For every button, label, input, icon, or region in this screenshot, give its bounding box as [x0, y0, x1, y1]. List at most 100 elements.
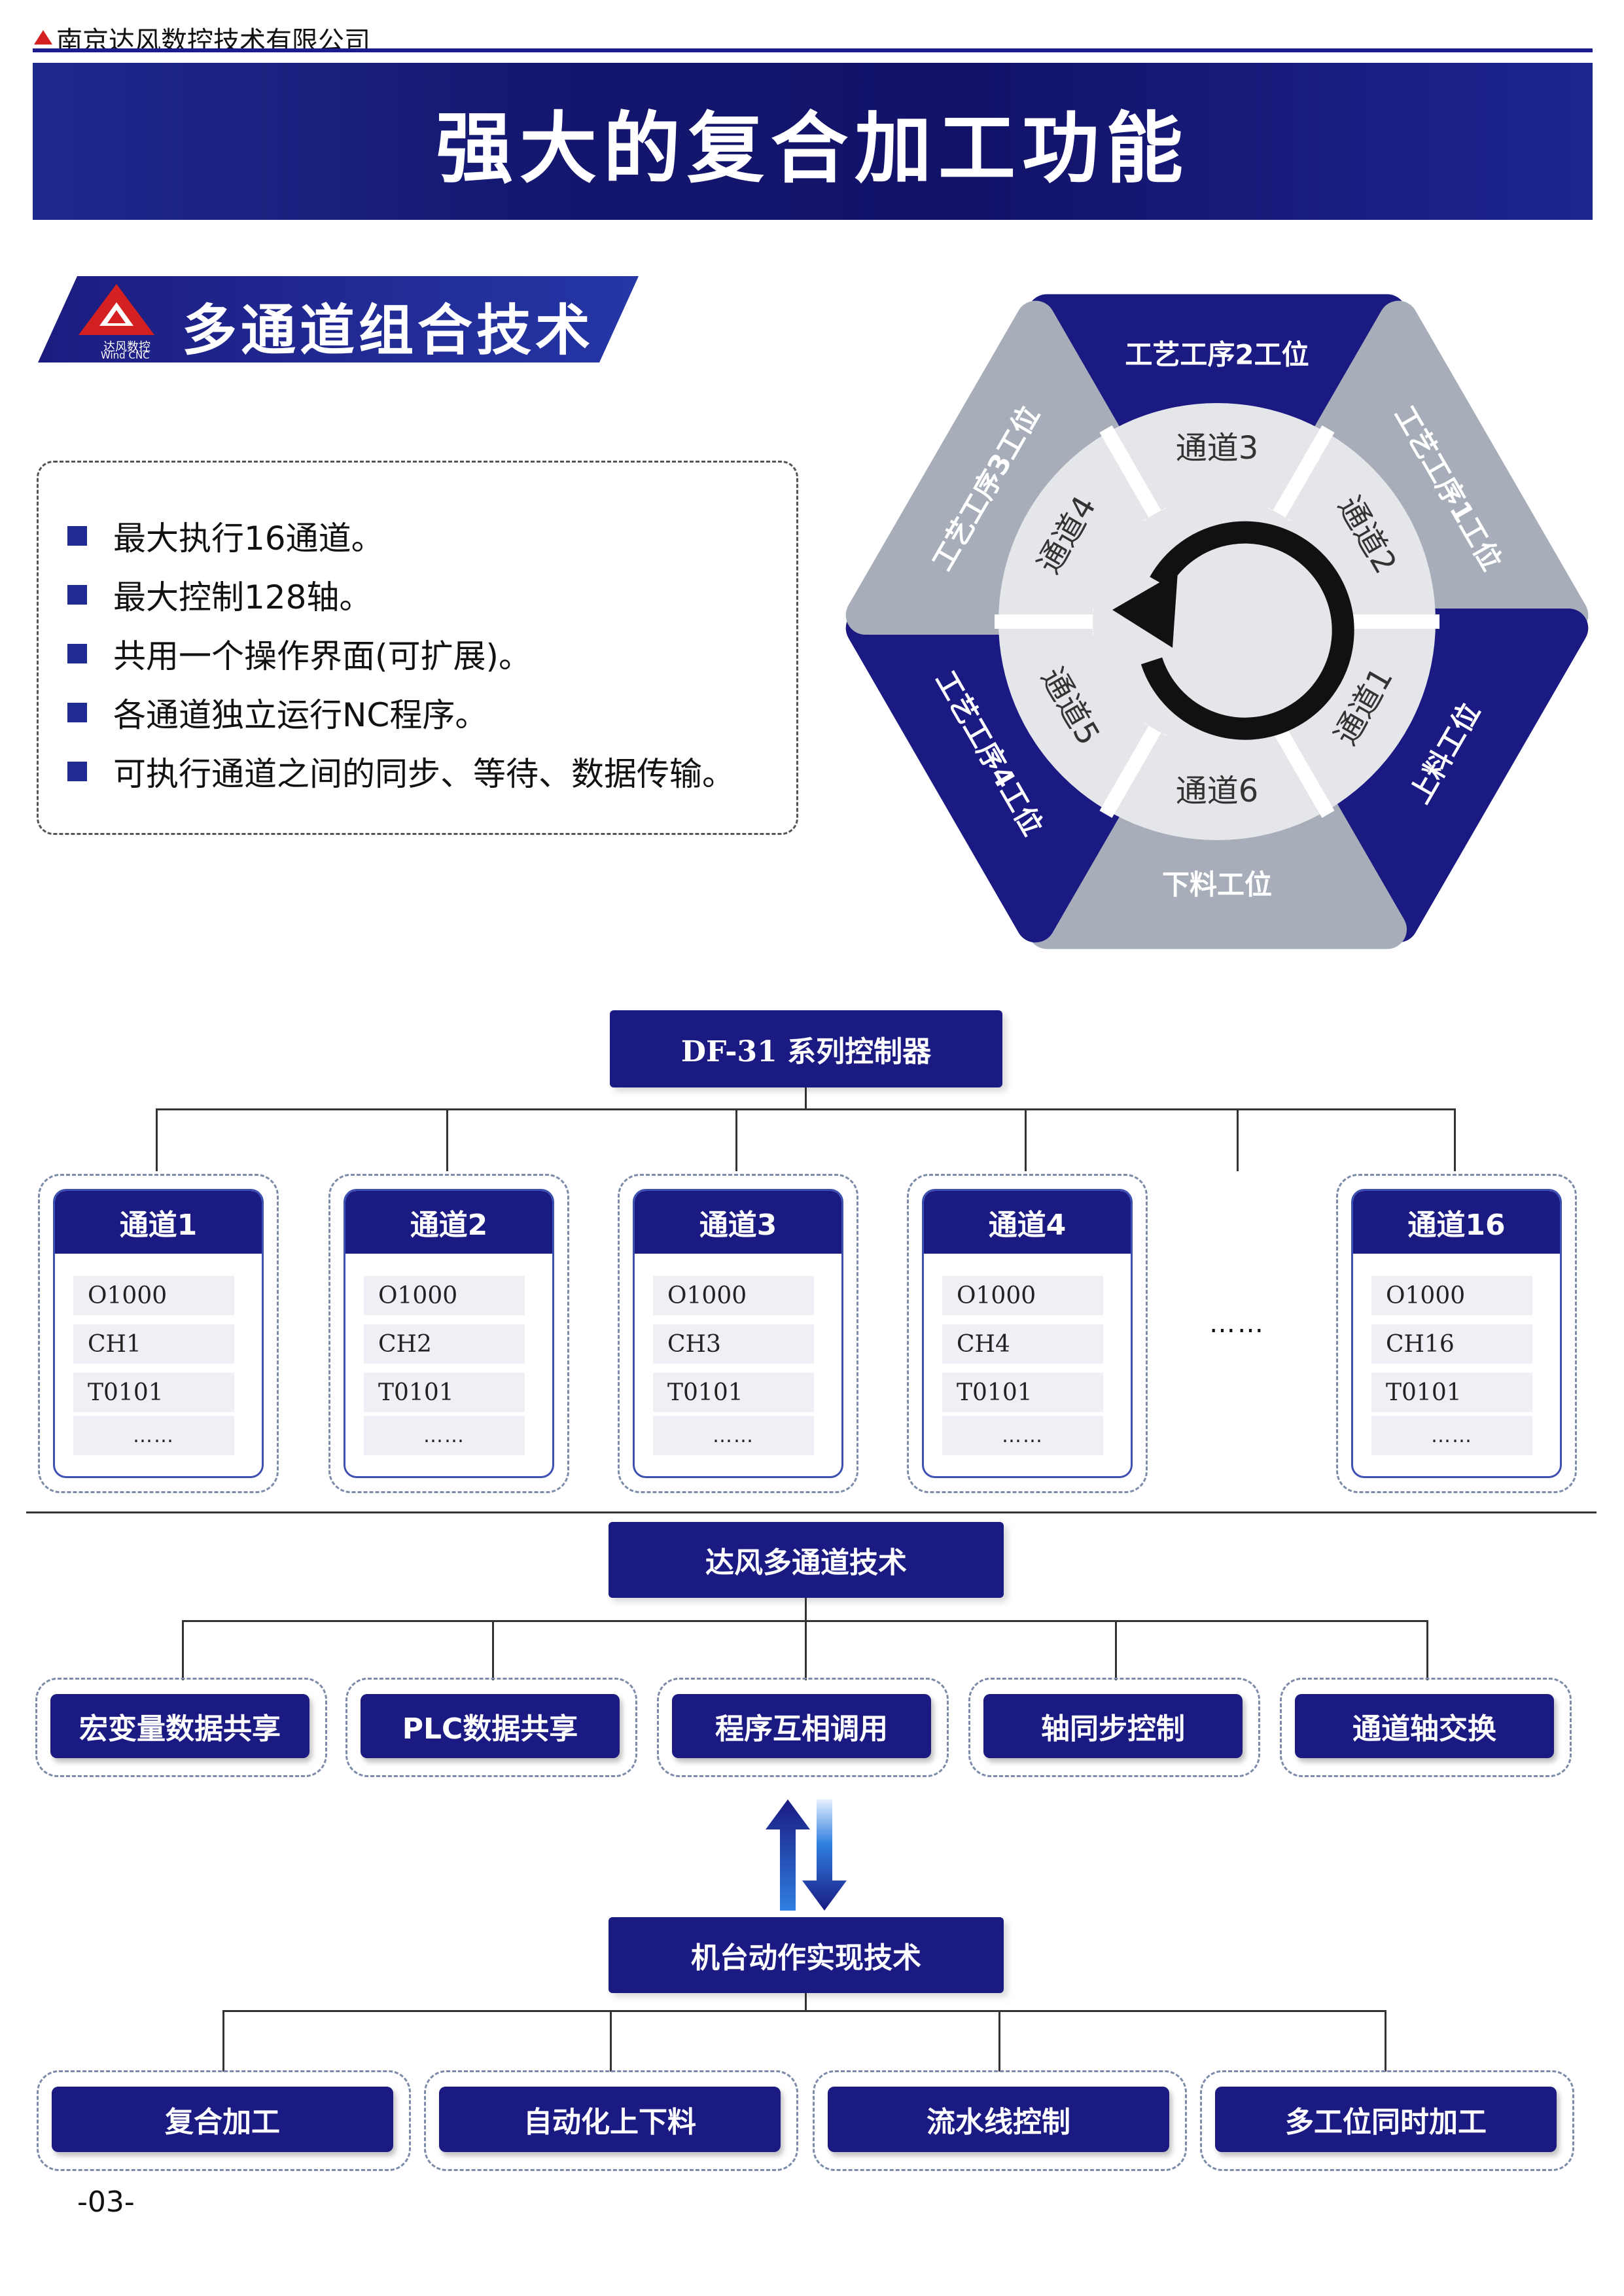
- tech-item: 宏变量数据共享: [50, 1694, 309, 1758]
- connector-line: [156, 1108, 158, 1171]
- channel-card-title: 通道4: [924, 1191, 1131, 1254]
- channel-card: 通道2 O1000 CH2 T0101 ……: [328, 1174, 569, 1493]
- title-banner: 强大的复合加工功能: [33, 63, 1593, 220]
- list-item-text: 最大控制128轴。: [113, 578, 372, 616]
- tech-item: PLC数据共享: [361, 1694, 620, 1758]
- channel-card-title: 通道2: [345, 1191, 552, 1254]
- section-title: 多通道组合技术: [182, 298, 595, 362]
- channel-id: CH3: [653, 1324, 814, 1364]
- ring-spoke: [1099, 425, 1161, 518]
- connector-line: [805, 1087, 807, 1110]
- machine-title: 机台动作实现技术: [691, 1941, 921, 1975]
- bullet-icon: [67, 644, 87, 663]
- connector-line: [1454, 1108, 1456, 1171]
- list-item-text: 可执行通道之间的同步、等待、数据传输。: [113, 755, 735, 793]
- list-item-text: 最大执行16通道。: [113, 520, 384, 557]
- connector-line: [222, 2010, 224, 2072]
- rotation-arrow-icon: [1112, 521, 1354, 740]
- channel-program: O1000: [364, 1276, 525, 1315]
- tech-item-card: PLC数据共享: [345, 1678, 637, 1777]
- channel-tool: T0101: [653, 1373, 814, 1412]
- connector-line: [492, 1620, 494, 1680]
- tech-title-box: 达风多通道技术: [609, 1522, 1004, 1598]
- connector-line: [1115, 1620, 1117, 1680]
- channel-card-title: 通道1: [55, 1191, 262, 1254]
- channel-more: ……: [1371, 1416, 1532, 1455]
- machine-item: 复合加工: [52, 2087, 393, 2152]
- channel-program: O1000: [653, 1276, 814, 1315]
- ring-spoke: [1273, 726, 1335, 818]
- channel-more: ……: [364, 1416, 525, 1455]
- channel-tool: T0101: [364, 1373, 525, 1412]
- page-number: -03-: [77, 2185, 135, 2219]
- connector-line: [446, 1108, 448, 1171]
- machine-item-card: 多工位同时加工: [1200, 2070, 1574, 2171]
- channel-more: ……: [942, 1416, 1103, 1455]
- logo-cn-text: 达风数控: [103, 340, 150, 354]
- channel-program: O1000: [942, 1276, 1103, 1315]
- bullet-icon: [67, 703, 87, 722]
- channel-more: ……: [73, 1416, 234, 1455]
- bullet-icon: [67, 585, 87, 605]
- connector-line: [1237, 1108, 1239, 1171]
- header-rule: [33, 48, 1593, 52]
- tech-item-card: 通道轴交换: [1280, 1678, 1572, 1777]
- channel-label: 通道6: [1176, 773, 1259, 809]
- list-item-text: 共用一个操作界面(可扩展)。: [113, 637, 532, 675]
- channel-id: CH16: [1371, 1324, 1532, 1364]
- channel-card: 通道3 O1000 CH3 T0101 ……: [618, 1174, 858, 1493]
- channel-tool: T0101: [73, 1373, 234, 1412]
- machine-item: 多工位同时加工: [1215, 2087, 1557, 2152]
- ring-spoke: [1099, 726, 1161, 818]
- connector-line: [1385, 2010, 1386, 2072]
- connector-line: [222, 2010, 1386, 2012]
- feature-list-box: 最大执行16通道。 最大控制128轴。 共用一个操作界面(可扩展)。 各通道独立…: [37, 461, 798, 835]
- company-logo-icon: [34, 30, 52, 44]
- section-label-background: [38, 276, 639, 362]
- bullet-icon: [67, 526, 87, 546]
- list-item-text: 各通道独立运行NC程序。: [113, 696, 488, 734]
- channel-card-title: 通道16: [1353, 1191, 1560, 1254]
- tech-item: 通道轴交换: [1295, 1694, 1554, 1758]
- tech-item-card: 宏变量数据共享: [35, 1678, 327, 1777]
- connector-line: [1426, 1620, 1428, 1680]
- list-item: 可执行通道之间的同步、等待、数据传输。: [67, 748, 735, 795]
- channel-id: CH2: [364, 1324, 525, 1364]
- channel-card: 通道16 O1000 CH16 T0101 ……: [1336, 1174, 1577, 1493]
- list-item: 最大执行16通道。: [67, 512, 384, 559]
- logo-en-text: Wind CNC: [101, 349, 150, 361]
- tech-title: 达风多通道技术: [705, 1546, 907, 1580]
- channel-card: 通道4 O1000 CH4 T0101 ……: [907, 1174, 1148, 1493]
- machine-item-card: 复合加工: [37, 2070, 411, 2171]
- connector-line: [805, 1598, 807, 1621]
- channel-tool: T0101: [1371, 1373, 1532, 1412]
- controller-title-box: DF-31 系列控制器: [610, 1010, 1002, 1087]
- station-label: 下料工位: [1162, 869, 1272, 901]
- section-label: 达风数控 Wind CNC 多通道组合技术: [38, 276, 639, 362]
- connector-line: [610, 2010, 612, 2072]
- list-item: 各通道独立运行NC程序。: [67, 689, 487, 736]
- channel-label: 通道3: [1176, 430, 1259, 467]
- machine-item: 自动化上下料: [439, 2087, 781, 2152]
- list-item: 最大控制128轴。: [67, 571, 372, 618]
- connector-line: [156, 1108, 1455, 1110]
- bidirectional-arrow-icon: [766, 1799, 847, 1911]
- connector-line: [805, 1620, 807, 1680]
- machine-item-card: 自动化上下料: [424, 2070, 798, 2171]
- machine-title-box: 机台动作实现技术: [609, 1917, 1004, 1993]
- page-title: 强大的复合加工功能: [435, 103, 1190, 194]
- tech-item: 轴同步控制: [983, 1694, 1243, 1758]
- more-channels-ellipsis: ……: [1209, 1309, 1265, 1339]
- connector-line: [1025, 1108, 1027, 1171]
- list-item: 共用一个操作界面(可扩展)。: [67, 630, 531, 677]
- channel-card-title: 通道3: [635, 1191, 841, 1254]
- machine-item-card: 流水线控制: [813, 2070, 1187, 2171]
- channel-card: 通道1 O1000 CH1 T0101 ……: [38, 1174, 279, 1493]
- bullet-icon: [67, 762, 87, 781]
- connector-line: [805, 1993, 807, 2011]
- channel-program: O1000: [73, 1276, 234, 1315]
- connector-line: [182, 1620, 184, 1680]
- tech-item-card: 轴同步控制: [968, 1678, 1260, 1777]
- connector-line: [735, 1108, 737, 1171]
